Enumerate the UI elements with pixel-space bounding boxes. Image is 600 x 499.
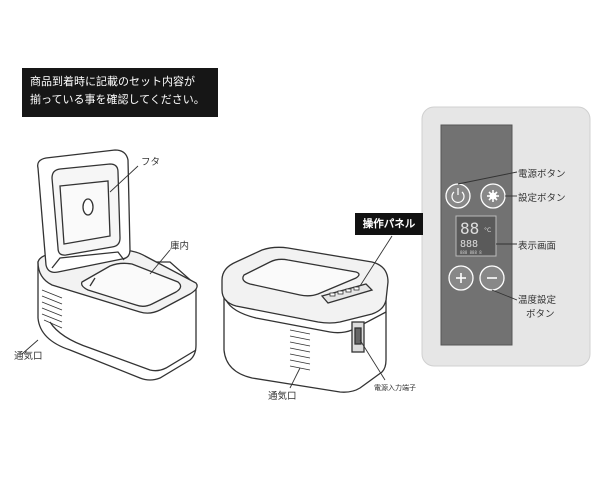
label-temp-button-2: ボタン [526, 309, 555, 320]
display-unit: °C [484, 227, 491, 234]
label-vent-left: 通気口 [14, 351, 43, 362]
label-lid: フタ [141, 157, 161, 168]
display-indicator: 888 888 8 [460, 250, 482, 255]
label-panel-title: 操作パネル [355, 213, 423, 235]
notice-box: 商品到着時に記載のセット内容が 揃っている事を確認してください。 [22, 68, 218, 117]
closed-cooler-illustration [221, 246, 389, 393]
open-cooler-illustration [37, 149, 198, 381]
label-setting-button: 設定ボタン [518, 193, 566, 204]
control-panel-diagram: 88 °C 888 888 888 8 [421, 106, 591, 367]
notice-line-2: 揃っている事を確認してください。 [30, 93, 205, 106]
label-display: 表示画面 [518, 241, 557, 252]
display-secondary: 888 [460, 239, 478, 250]
label-vent-right: 通気口 [268, 391, 297, 402]
label-temp-button-1: 温度設定 [518, 295, 557, 306]
label-power-button: 電源ボタン [518, 169, 566, 180]
leader-lines [21, 165, 393, 389]
label-interior: 庫内 [170, 241, 190, 252]
display-temperature: 88 [460, 219, 479, 238]
label-power-input: 電源入力端子 [374, 384, 416, 392]
notice-line-1: 商品到着時に記載のセット内容が [30, 75, 195, 88]
